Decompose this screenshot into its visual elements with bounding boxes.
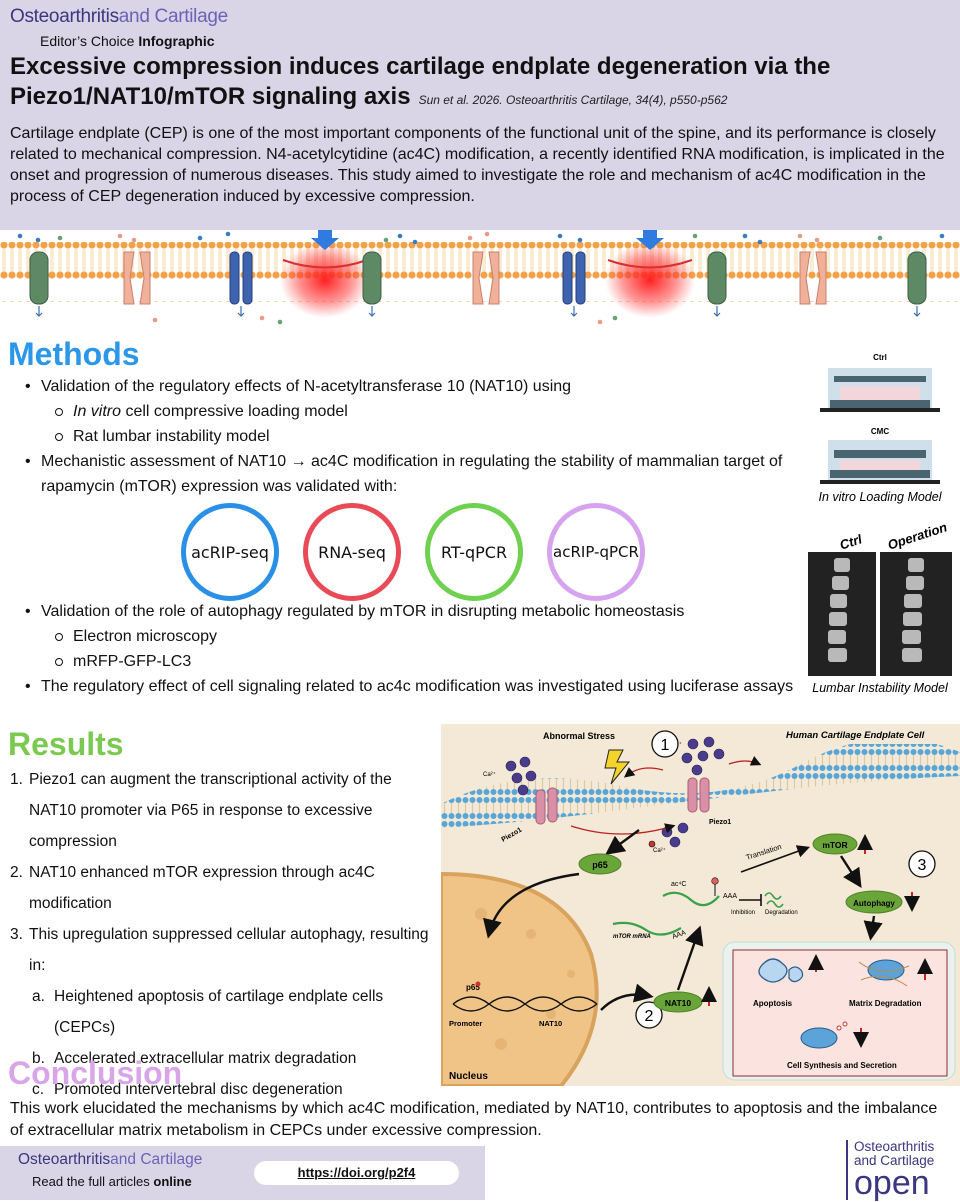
technique-circle: RT-qPCR bbox=[425, 503, 523, 601]
journal-name: Osteoarthritisand Cartilage bbox=[10, 6, 228, 27]
technique-circles: acRIP-seq RNA-seq RT-qPCR acRIP-qPCR bbox=[41, 499, 821, 601]
matrix-cell-icon bbox=[867, 959, 905, 981]
abnormal-stress-label: Abnormal Stress bbox=[543, 731, 615, 741]
result-sub-item: c.Promoted intervertebral disc degenerat… bbox=[32, 1081, 343, 1098]
stress-lightning-icon bbox=[604, 749, 631, 785]
cell-title: Human Cartilage Endplate Cell bbox=[786, 730, 925, 741]
result-item: 1.Piezo1 can augment the transcriptional… bbox=[10, 771, 392, 850]
nat10-gene-label: NAT10 bbox=[539, 1019, 562, 1028]
cmc-label: CMC bbox=[871, 427, 889, 436]
loading-model-caption: In vitro Loading Model bbox=[819, 490, 943, 504]
methods-sub-bullet: Electron microscopy bbox=[55, 624, 821, 649]
membrane-illustration bbox=[0, 230, 960, 325]
methods-bullet-4: The regulatory effect of cell signaling … bbox=[25, 674, 821, 699]
conclusion-title: Conclusion bbox=[8, 1055, 183, 1091]
ctrl-label: Ctrl bbox=[873, 353, 887, 362]
footer-read-more: Read the full articles online bbox=[32, 1174, 192, 1189]
methods-figures: Ctrl CMC In vitro Loading Model Ctrl Ope… bbox=[800, 340, 960, 700]
piezo1-label: Piezo1 bbox=[709, 819, 731, 826]
technique-circle: RNA-seq bbox=[303, 503, 401, 601]
mtor-label: mTOR bbox=[822, 840, 847, 850]
result-item: 2.NAT10 enhanced mTOR expression through… bbox=[10, 864, 375, 912]
aaa-label: AAA bbox=[671, 929, 687, 940]
matrix-degradation-label: Matrix Degradation bbox=[849, 999, 922, 1008]
technique-circle: acRIP-seq bbox=[181, 503, 279, 601]
promoter-label: Promoter bbox=[449, 1019, 482, 1028]
degradation-label: Degradation bbox=[765, 910, 798, 916]
models-illustration: Ctrl CMC In vitro Loading Model Ctrl Ope… bbox=[808, 353, 952, 695]
methods-sub-bullet: In vitro cell compressive loading model bbox=[55, 399, 821, 424]
conclusion-text: This work elucidated the mechanisms by w… bbox=[10, 1100, 938, 1139]
ca-label: Ca²⁺ bbox=[653, 847, 666, 854]
result-sub-item: a.Heightened apoptosis of cartilage endp… bbox=[32, 988, 384, 1036]
methods-bullet-3: Validation of the role of autophagy regu… bbox=[25, 599, 821, 624]
result-item: 3.This upregulation suppressed cellular … bbox=[10, 926, 429, 974]
inhibition-label: Inhibition bbox=[731, 910, 755, 916]
p65-label: p65 bbox=[592, 860, 608, 870]
header-banner bbox=[0, 0, 960, 230]
nucleus-label: Nucleus bbox=[449, 1071, 488, 1082]
autophagy-label: Autophagy bbox=[853, 899, 895, 908]
signaling-diagram: Nucleus Abnormal Stress Human Cartilage … bbox=[439, 724, 960, 1088]
cell-synthesis-label: Cell Synthesis and Secretion bbox=[787, 1061, 897, 1070]
technique-circle: acRIP-qPCR bbox=[547, 503, 645, 601]
methods-list: Validation of the regulatory effects of … bbox=[16, 374, 821, 699]
piezo1-label: Piezo1 bbox=[501, 827, 524, 844]
xray-operation-label: Operation bbox=[886, 519, 949, 552]
results-title: Results bbox=[8, 726, 124, 762]
nat10-label: NAT10 bbox=[665, 998, 692, 1008]
lumbar-model-caption: Lumbar Instability Model bbox=[812, 681, 949, 695]
mtor-mrna-label: mTOR mRNA bbox=[613, 934, 651, 940]
citation: Sun et al. 2026. Osteoarthritis Cartilag… bbox=[418, 93, 728, 107]
ac4c-label: ac⁴C bbox=[671, 881, 686, 888]
apoptosis-label: Apoptosis bbox=[753, 999, 793, 1008]
p65-nuclear-label: p65 bbox=[466, 983, 480, 992]
footer-journal-name: Osteoarthritisand Cartilage bbox=[18, 1151, 203, 1168]
editors-choice-label: Editor’s Choice Infographic bbox=[40, 33, 215, 49]
step-1-number: 1 bbox=[661, 737, 670, 754]
journal-logo: Osteoarthritis and Cartilage open bbox=[846, 1140, 960, 1200]
aaa-label: AAA bbox=[723, 893, 737, 900]
methods-bullet-2: Mechanistic assessment of NAT10 → ac4C m… bbox=[25, 449, 821, 499]
page-title: Excessive compression induces cartilage … bbox=[10, 53, 831, 110]
step-3-number: 3 bbox=[918, 857, 927, 874]
doi-link[interactable]: https://doi.org/p2f4 bbox=[254, 1161, 459, 1185]
secretion-cell-icon bbox=[800, 1027, 838, 1049]
methods-bullet-1: Validation of the regulatory effects of … bbox=[25, 374, 821, 399]
intro-text: Cartilage endplate (CEP) is one of the m… bbox=[10, 125, 945, 205]
methods-sub-bullet: Rat lumbar instability model bbox=[55, 424, 821, 449]
methods-title: Methods bbox=[8, 336, 140, 372]
methods-sub-bullet: mRFP-GFP-LC3 bbox=[55, 649, 821, 674]
apoptosis-cell-icon bbox=[758, 958, 788, 983]
xray-ctrl-label: Ctrl bbox=[838, 531, 864, 552]
step-2-number: 2 bbox=[645, 1008, 654, 1025]
results-list: 1.Piezo1 can augment the transcriptional… bbox=[10, 764, 440, 1105]
ca-label: Ca²⁺ bbox=[483, 771, 496, 778]
result-sub-item: b.Accelerated extracellular matrix degra… bbox=[32, 1050, 357, 1067]
